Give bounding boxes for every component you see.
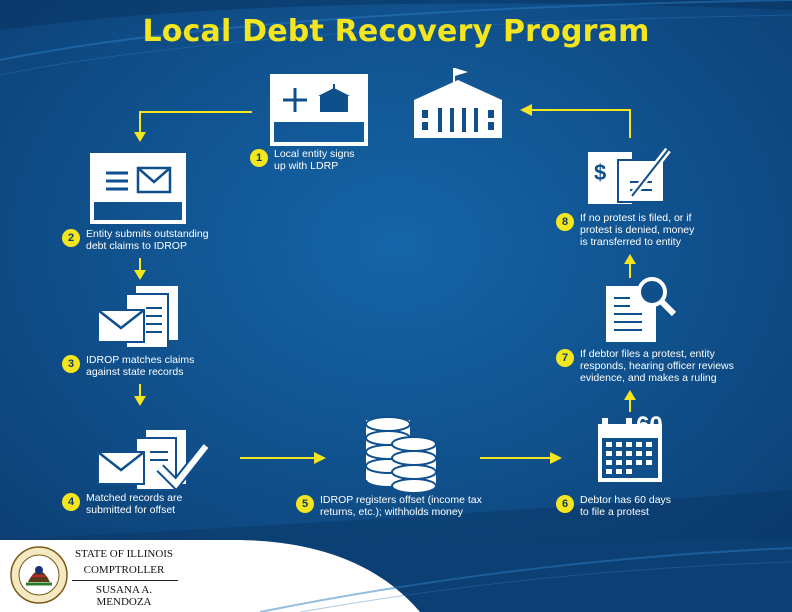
step-3-badge: 3: [62, 355, 80, 373]
step-1-text: Local entity signs up with LDRP: [274, 148, 355, 172]
government-building-icon: [414, 68, 502, 138]
step-4-badge: 4: [62, 493, 80, 511]
step-5-text: IDROP registers offset (income tax retur…: [320, 494, 482, 518]
footer-band: [0, 540, 792, 612]
flow-arrows: [134, 104, 636, 464]
step-1-badge: 1: [250, 149, 268, 167]
step-8-text: If no protest is filed, or if protest is…: [580, 212, 695, 248]
step-6-text: Debtor has 60 days to file a protest: [580, 494, 672, 518]
arrow-7-to-8-head: [624, 254, 636, 264]
footer-line-3: SUSANA A. MENDOZA: [95, 584, 153, 608]
step-5: 5 IDROP registers offset (income tax ret…: [296, 494, 482, 518]
step-4-text: Matched records are submitted for offset: [86, 492, 183, 516]
footer-line-1: STATE OF ILLINOIS: [74, 548, 174, 560]
arrow-4-to-5-head: [314, 452, 326, 464]
step-2: 2 Entity submits outstanding debt claims…: [62, 228, 209, 252]
step-4: 4 Matched records are submitted for offs…: [62, 492, 182, 516]
arrow-8-to-building-head: [520, 104, 532, 116]
step-6: 6 Debtor has 60 days to file a protest: [556, 494, 671, 518]
step-2-badge: 2: [62, 229, 80, 247]
step-7-text: If debtor files a protest, entity respon…: [580, 348, 734, 384]
step-8: 8 If no protest is filed, or if protest …: [556, 212, 694, 248]
step-1: 1 Local entity signs up with LDRP: [250, 148, 355, 172]
step-6-badge: 6: [556, 495, 574, 513]
footer-divider: [72, 580, 178, 581]
coin-stacks-icon: [365, 416, 437, 494]
arrow-5-to-6-head: [550, 452, 562, 464]
arrow-2-to-3-head: [134, 270, 146, 280]
arrow-6-to-7-head: [624, 390, 636, 400]
step-2-text: Entity submits outstanding debt claims t…: [86, 228, 209, 252]
state-seal-logo: [10, 546, 68, 604]
envelope-documents-icon: [97, 286, 178, 349]
document-magnifier-icon: [606, 277, 677, 342]
step-5-badge: 5: [296, 495, 314, 513]
step-3-text: IDROP matches claims against state recor…: [86, 354, 195, 378]
arrow-3-to-4-head: [134, 396, 146, 406]
dollar-sign-icon: $: [594, 160, 606, 185]
calendar-days-label: 60: [636, 412, 663, 439]
footer-line-2: COMPTROLLER: [83, 564, 165, 576]
step-8-badge: 8: [556, 213, 574, 231]
arrow-8-to-building: [530, 109, 631, 138]
page-title: Local Debt Recovery Program: [142, 14, 650, 49]
monitor-claims-icon: [90, 153, 186, 224]
step-7: 7 If debtor files a protest, entity resp…: [556, 348, 734, 384]
arrow-1-to-2-head: [134, 132, 146, 142]
envelope-documents-check-icon: [97, 430, 210, 492]
arrow-1-to-2: [139, 111, 252, 134]
monitor-signup-icon: [270, 74, 368, 146]
step-3: 3 IDROP matches claims against state rec…: [62, 354, 194, 378]
step-7-badge: 7: [556, 349, 574, 367]
check-pen-icon: [588, 147, 671, 204]
